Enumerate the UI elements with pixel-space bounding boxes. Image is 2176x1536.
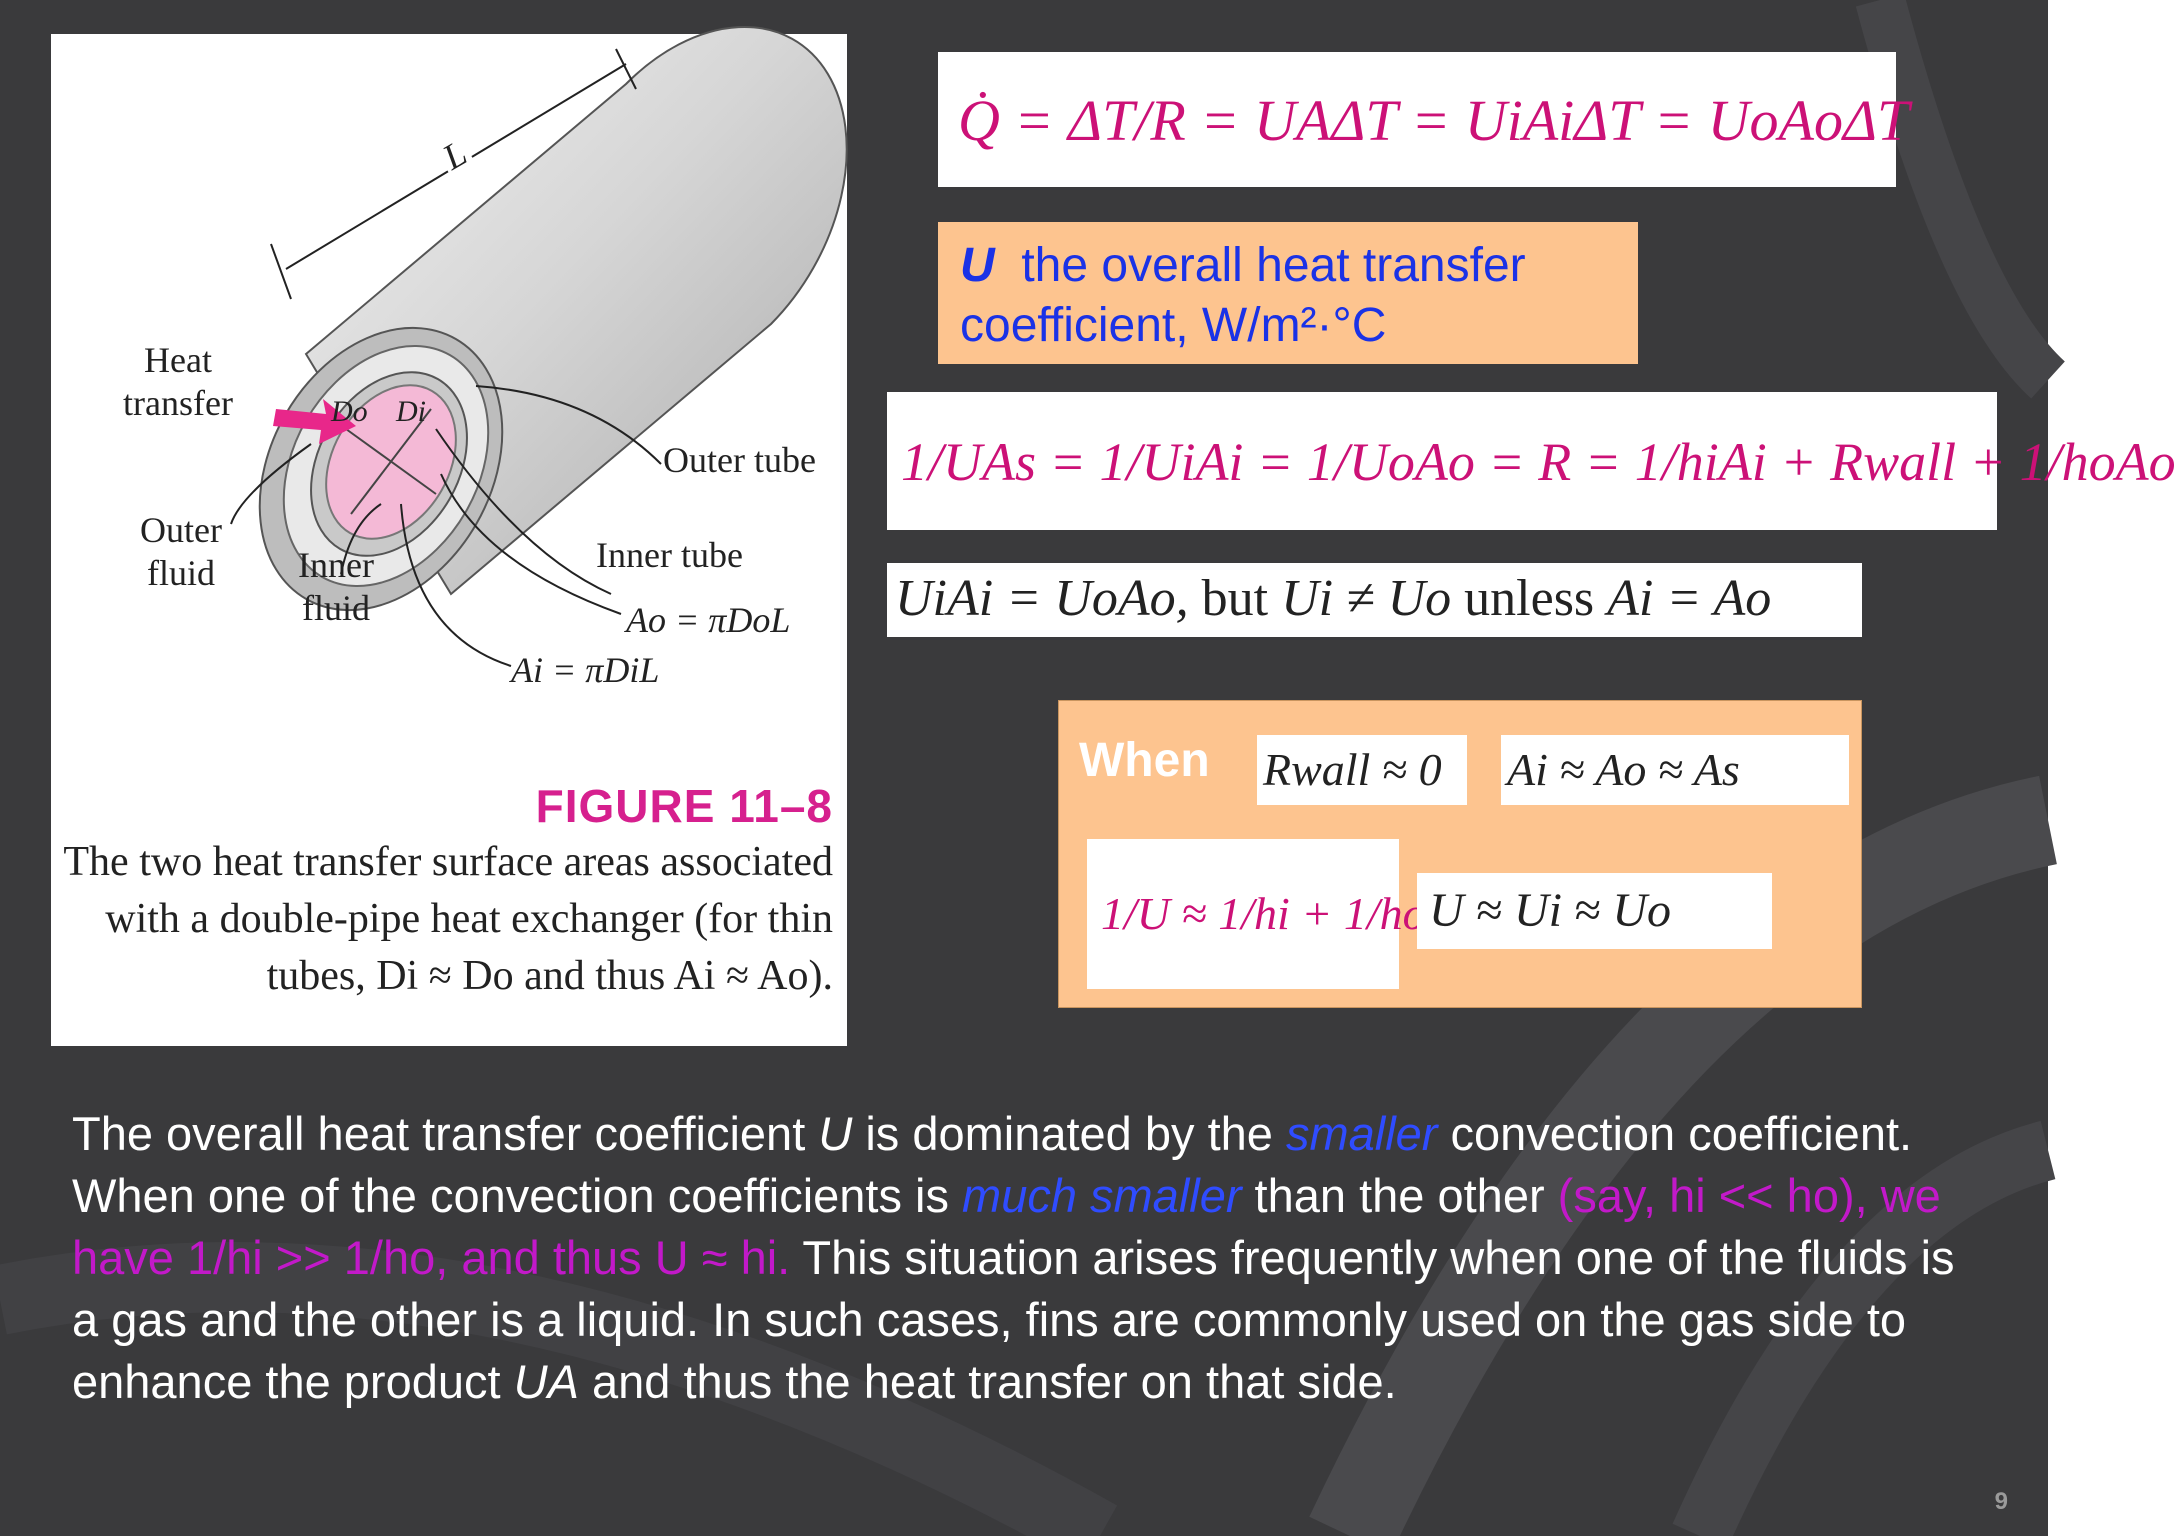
body-text-5: This situation arises frequently when on… (72, 1231, 1955, 1408)
u-definition: U the overall heat transfer coefficient,… (960, 236, 1638, 356)
area-relation-box: UiAi = UoAo, but Ui ≠ Uo unless Ai = Ao (887, 563, 1862, 637)
body-text-3: convection coefficient. When one of the … (72, 1107, 1913, 1222)
body-text-2: is dominated by the (852, 1107, 1286, 1160)
q-dot-equation: Q̇ = ΔT/R = UAΔT = UiAiΔT = UoAoΔT (958, 88, 1910, 153)
rwall-equation: Rwall ≈ 0 (1263, 744, 1442, 795)
area-relation-rhs: Ui ≠ Uo (1281, 570, 1452, 627)
when-box: When Rwall ≈ 0 Ai ≈ Ao ≈ As 1/U ≈ 1/hi +… (1058, 700, 1862, 1008)
u-definition-text: the overall heat transfer coefficient, W… (960, 239, 1526, 352)
heat-transfer-label: Heat transfer (123, 340, 233, 424)
area-relation-cond: Ai = Ao (1607, 570, 1772, 627)
highlight-smaller: smaller (1285, 1107, 1438, 1160)
outer-tube-label: Outer tube (663, 440, 816, 480)
inner-tube-label: Inner tube (596, 535, 743, 575)
di-label: Di (396, 395, 426, 428)
figure-title: FIGURE 11–8 (535, 780, 833, 832)
figure-caption: The two heat transfer surface areas asso… (63, 839, 833, 999)
area-relation-lhs: UiAi = UoAo, (895, 570, 1189, 627)
u-sum-equation: 1/U ≈ 1/hi + 1/ho (1101, 888, 1426, 939)
body-text-4: than the other (1241, 1169, 1558, 1222)
area-relation-but: but (1201, 570, 1269, 627)
when-label: When (1079, 734, 1210, 787)
u-symbol: U (960, 239, 995, 292)
do-label: Do (331, 395, 368, 428)
u-equal-box: U ≈ Ui ≈ Uo (1417, 873, 1772, 949)
body-text-1: The overall heat transfer coefficient (72, 1107, 819, 1160)
area-relation-unless: unless (1464, 570, 1595, 627)
areas-box: Ai ≈ Ao ≈ As (1501, 735, 1849, 805)
outer-area-label: Ao = πDoL (626, 600, 791, 640)
rwall-box: Rwall ≈ 0 (1257, 735, 1467, 805)
inner-fluid-label: Inner fluid (298, 545, 374, 629)
q-dot-equation-box: Q̇ = ΔT/R = UAΔT = UiAiΔT = UoAoΔT (938, 52, 1909, 187)
resistance-equation: 1/UAs = 1/UiAi = 1/UoAo = R = 1/hiAi + R… (901, 432, 2176, 492)
body-text-6: and thus the heat transfer on that side. (578, 1355, 1397, 1408)
body-paragraph: The overall heat transfer coefficient U … (72, 1103, 1992, 1413)
inner-area-label: Ai = πDiL (511, 650, 660, 690)
highlight-magenta: (say, hi << ho), we have 1/hi >> 1/ho, a… (72, 1169, 1941, 1284)
figure-card: L Heat transfer Outer fluid Inner fluid … (51, 25, 848, 1046)
u-sum-box: 1/U ≈ 1/hi + 1/ho (1087, 839, 1426, 989)
areas-equation: Ai ≈ Ao ≈ As (1507, 744, 1740, 795)
highlight-much-smaller: much smaller (962, 1169, 1242, 1222)
page-number: 9 (1994, 1488, 2008, 1515)
area-relation: UiAi = UoAo, but Ui ≠ Uo unless Ai = Ao (895, 567, 1771, 631)
resistance-equation-box: 1/UAs = 1/UiAi = 1/UoAo = R = 1/hiAi + R… (887, 392, 2176, 530)
outer-fluid-label: Outer fluid (140, 510, 222, 594)
u-definition-box: U the overall heat transfer coefficient,… (938, 222, 1638, 364)
body-ua-symbol: UA (513, 1355, 579, 1408)
u-equal-equation: U ≈ Ui ≈ Uo (1429, 884, 1672, 937)
background-decoration (1309, 0, 2066, 1536)
body-u-symbol: U (818, 1107, 853, 1160)
double-pipe-diagram (230, 25, 848, 667)
